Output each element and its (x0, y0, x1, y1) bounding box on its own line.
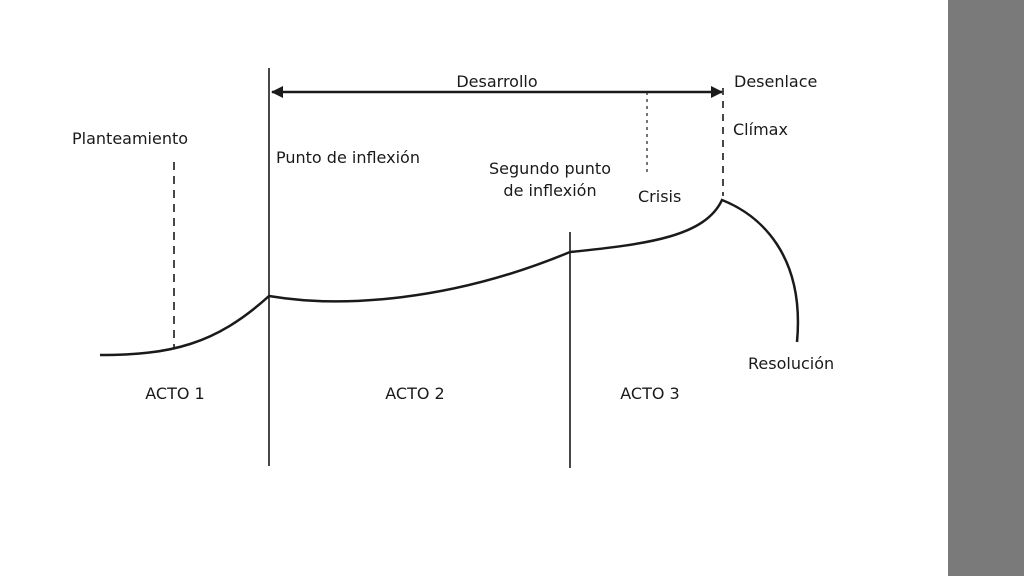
acto2-label: ACTO 2 (385, 384, 444, 403)
climax-label: Clímax (733, 120, 788, 139)
planteamiento-label: Planteamiento (72, 129, 188, 148)
three-act-structure-diagram: Desarrollo Desenlace Planteamiento Punto… (72, 68, 834, 468)
segundo-punto-label-line1: Segundo punto (489, 159, 611, 178)
resolucion-label: Resolución (748, 354, 834, 373)
crisis-label: Crisis (638, 187, 681, 206)
acto3-label: ACTO 3 (620, 384, 679, 403)
punto-inflexion-label: Punto de inflexión (276, 148, 420, 167)
desarrollo-label: Desarrollo (456, 72, 537, 91)
tension-curve (99, 198, 800, 357)
desenlace-label: Desenlace (734, 72, 817, 91)
segundo-punto-label-line2: de inflexión (503, 181, 596, 200)
side-panel-bar (948, 0, 1024, 576)
acto1-label: ACTO 1 (145, 384, 204, 403)
